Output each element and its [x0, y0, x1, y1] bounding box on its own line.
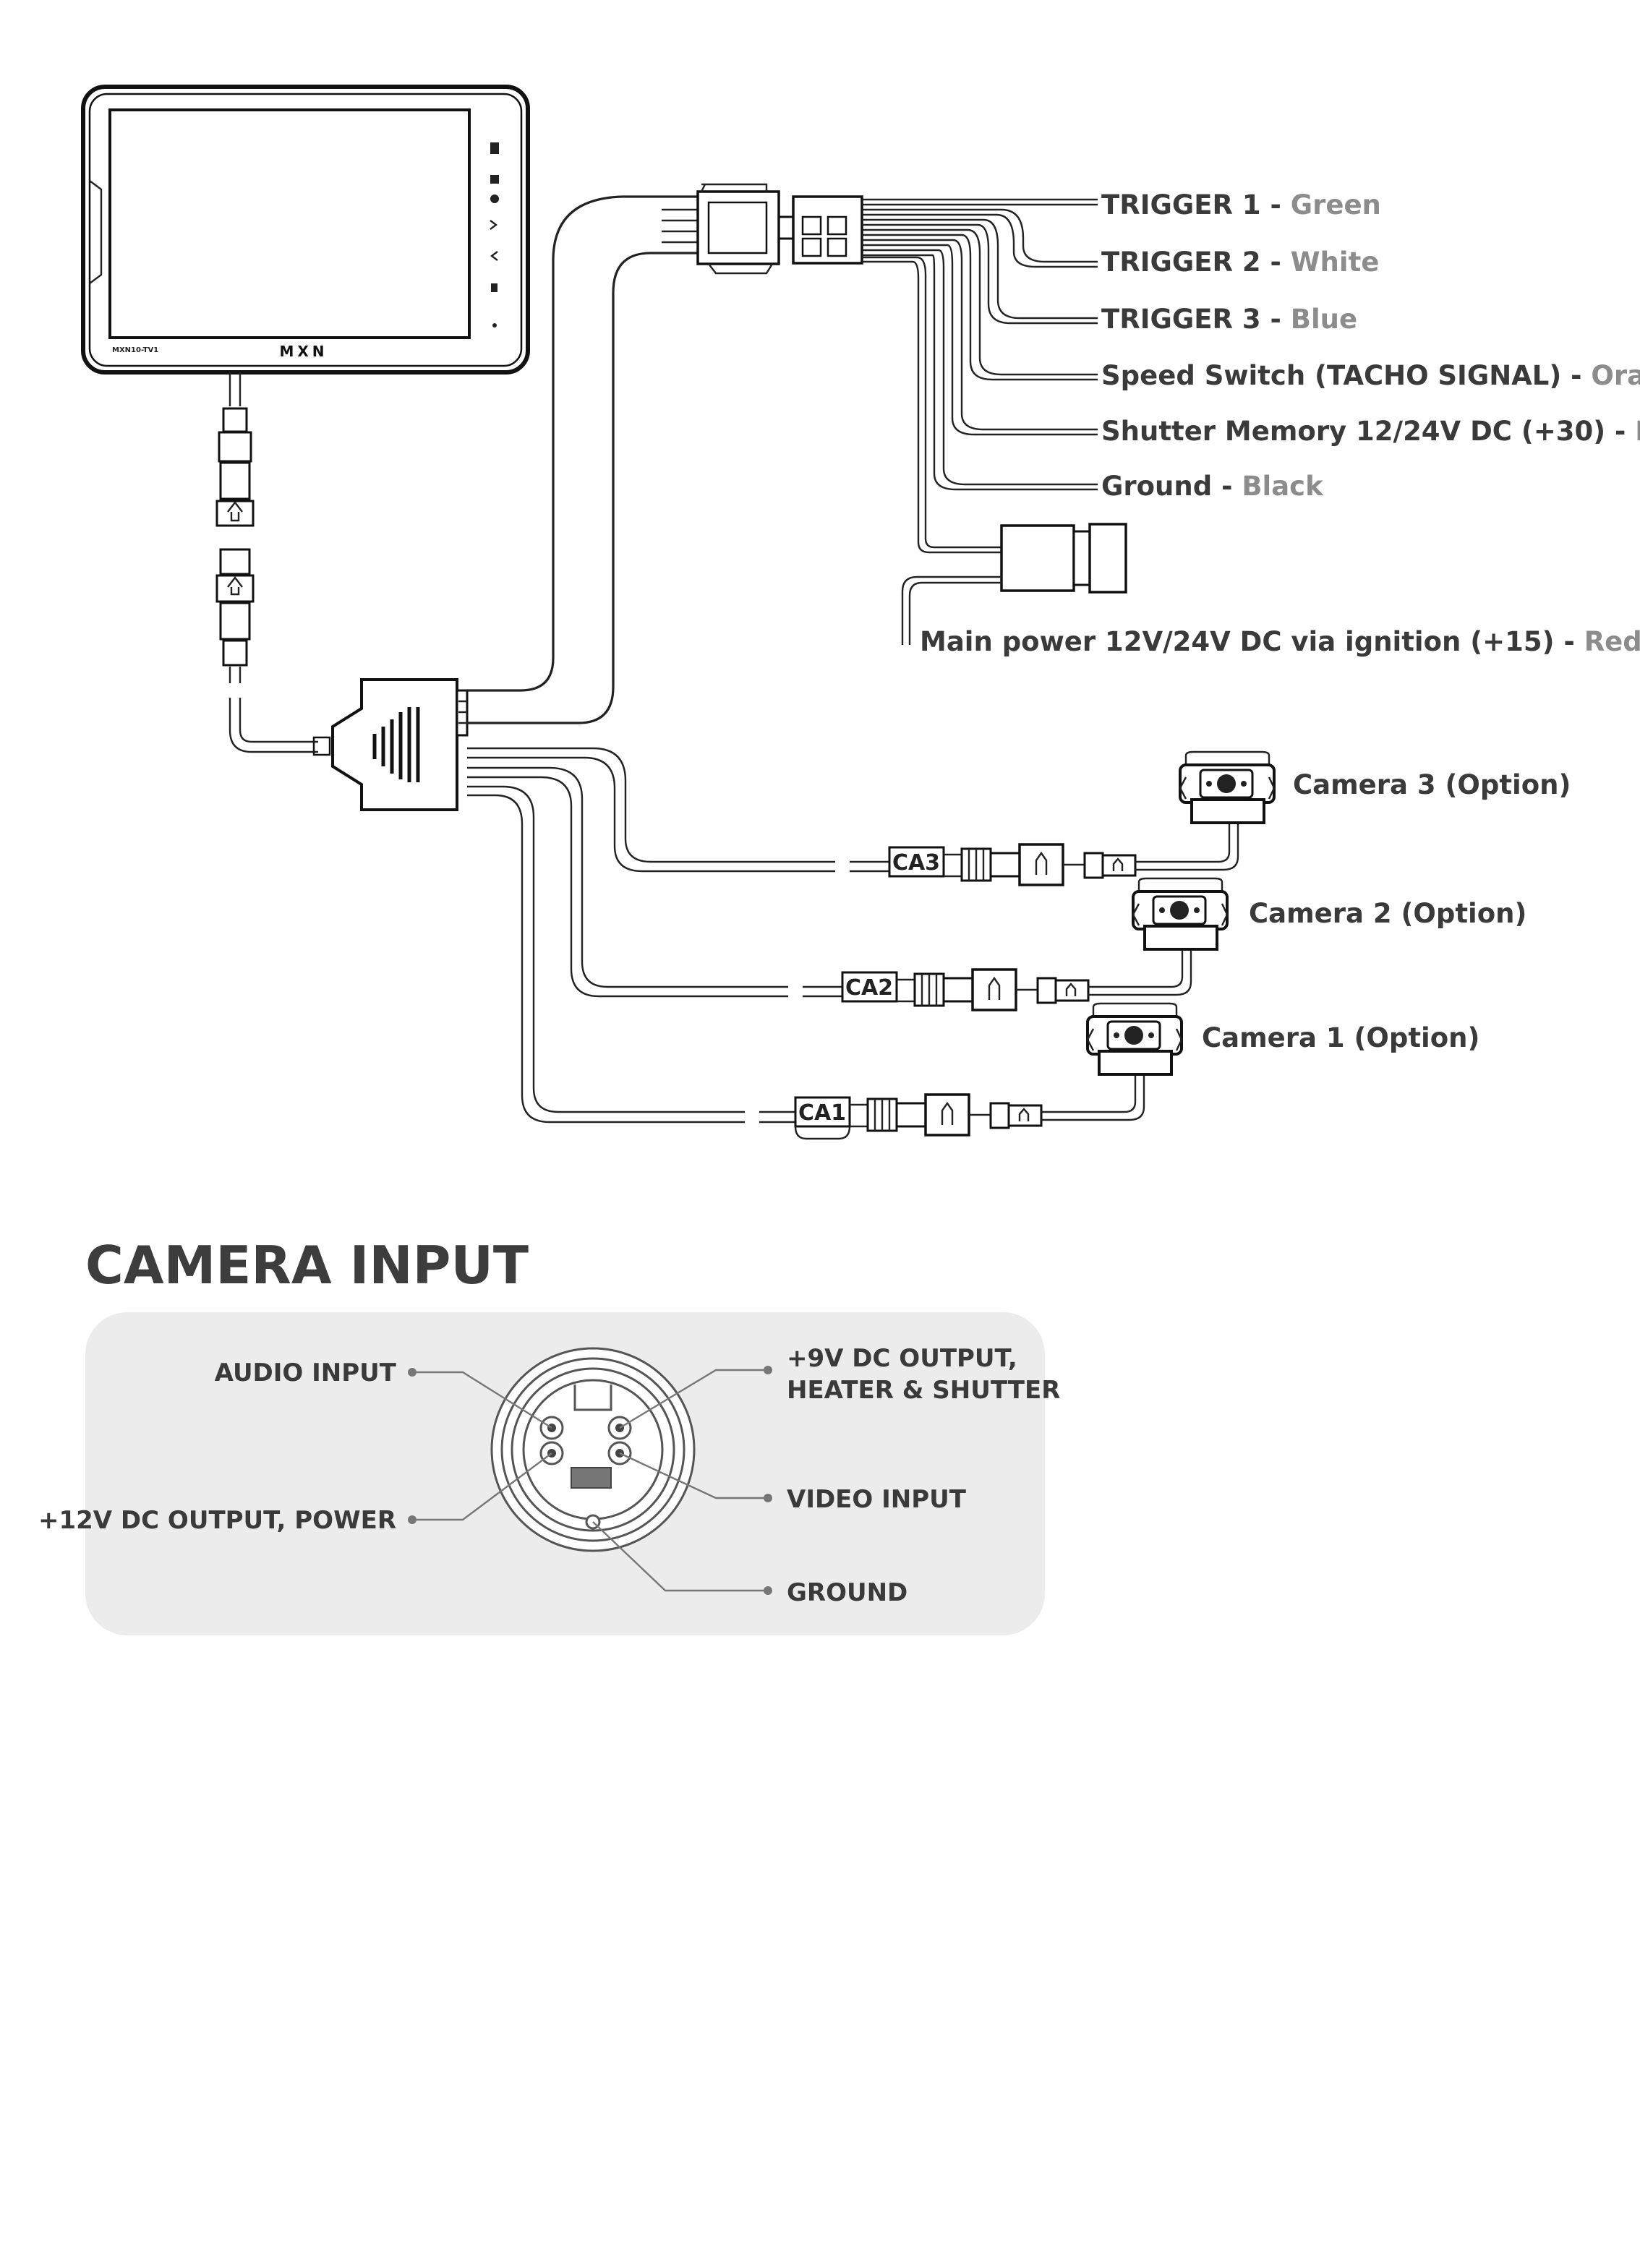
camera-1: Camera 1 (Option): [1086, 1002, 1479, 1076]
camera-3: Camera 3 (Option): [1179, 750, 1571, 824]
junction-box: [331, 678, 469, 811]
camera-1-tag: CA1: [798, 1100, 846, 1126]
power-connector: [662, 183, 863, 275]
pin-label-audio-input: AUDIO INPUT: [215, 1358, 397, 1387]
camera-2-label: Camera 2 (Option): [1249, 898, 1526, 929]
camera-2-connector: CA2: [841, 938, 1192, 1011]
camera-cables: [467, 747, 889, 1124]
wire-labels: TRIGGER 1 - Green TRIGGER 2 - White TRIG…: [920, 189, 1640, 657]
wire-label-shutter-memory: Shutter Memory 12/24V DC (+30) - Brown: [1101, 416, 1640, 447]
camera-input-panel: AUDIO INPUT +12V DC OUTPUT, POWER +9V DC…: [38, 1312, 1060, 1635]
camera-1-connector: CA1: [794, 1071, 1145, 1140]
pin-label-video-input: VIDEO INPUT: [787, 1485, 967, 1514]
monitor-buttons: [490, 142, 499, 328]
monitor-brand-logo: MXN: [279, 343, 328, 360]
wire-label-trigger-2: TRIGGER 2 - White: [1101, 247, 1379, 278]
pin-label-ground: GROUND: [787, 1578, 907, 1607]
pin-connector: [490, 1347, 696, 1552]
camera-1-label: Camera 1 (Option): [1202, 1022, 1479, 1053]
monitor-cable: [215, 372, 331, 756]
wire-label-main-power: Main power 12V/24V DC via ignition (+15)…: [920, 626, 1640, 657]
trigger-wires: [862, 198, 1098, 554]
pin-label-12v-power: +12V DC OUTPUT, POWER: [38, 1506, 396, 1535]
camera-3-tag: CA3: [892, 850, 940, 876]
pin-label-9v-output: +9V DC OUTPUT,: [787, 1344, 1017, 1373]
wire-label-trigger-1: TRIGGER 1 - Green: [1101, 189, 1381, 221]
ignition-plug: [901, 523, 1127, 645]
wire-label-trigger-3: TRIGGER 3 - Blue: [1101, 304, 1357, 335]
camera-2-tag: CA2: [845, 975, 893, 1001]
wire-label-ground: Ground - Black: [1101, 471, 1324, 502]
power-cable: [466, 195, 699, 724]
wire-label-speed-switch: Speed Switch (TACHO SIGNAL) - Orange: [1101, 360, 1640, 391]
camera-3-label: Camera 3 (Option): [1293, 769, 1571, 800]
monitor-model-label: MXN10-TV1: [112, 346, 158, 354]
camera-input-title: CAMERA INPUT: [85, 1235, 529, 1296]
pin-label-heater-shutter: HEATER & SHUTTER: [787, 1376, 1060, 1405]
camera-3-connector: CA3: [888, 813, 1239, 886]
monitor: MXN10-TV1 MXN: [81, 85, 530, 375]
camera-2: Camera 2 (Option): [1132, 877, 1526, 951]
